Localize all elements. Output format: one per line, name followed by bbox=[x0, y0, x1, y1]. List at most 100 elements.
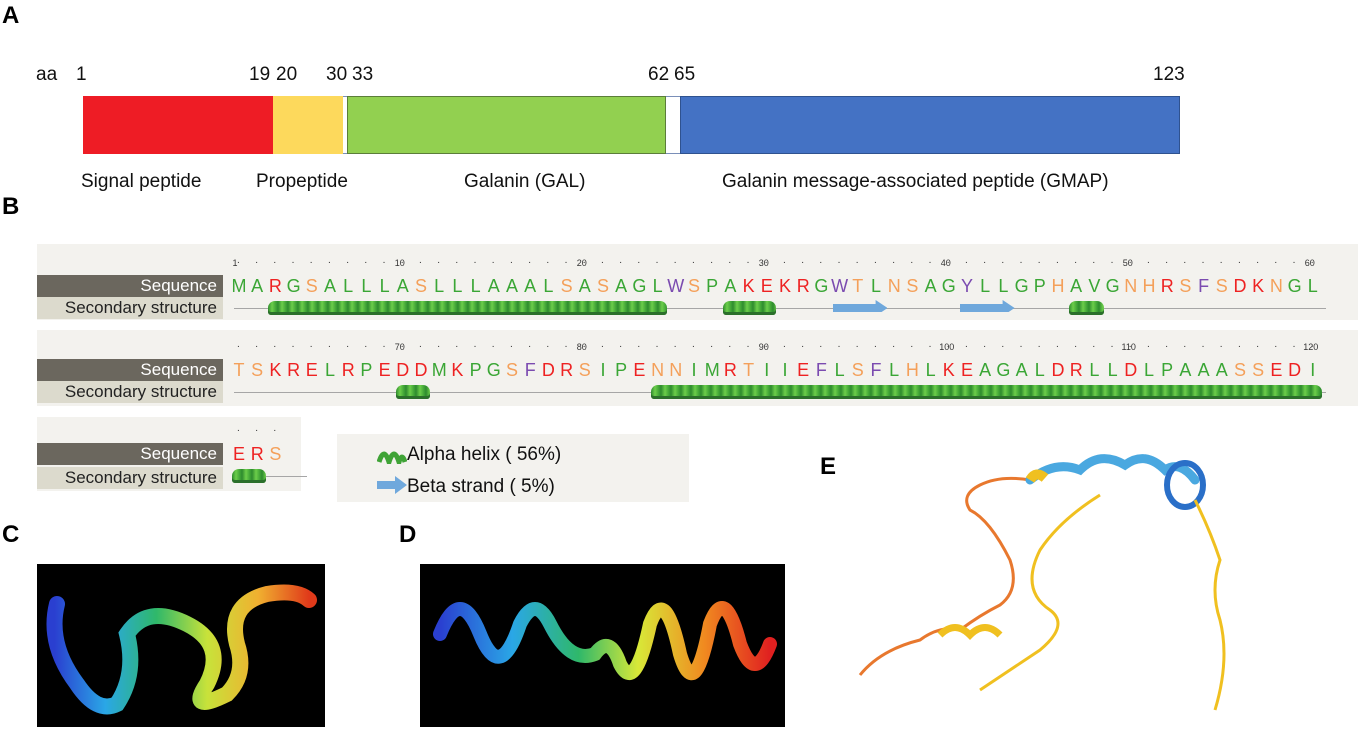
tick-dot: . bbox=[1310, 255, 1314, 266]
residue: W bbox=[667, 276, 685, 296]
residue: A bbox=[1070, 276, 1083, 296]
tick-dot: . bbox=[564, 255, 568, 266]
residue: L bbox=[470, 276, 481, 296]
residue: S bbox=[851, 360, 864, 380]
tick-dot: . bbox=[1274, 255, 1278, 266]
tick-dot: . bbox=[855, 339, 859, 350]
tick-dot: . bbox=[255, 255, 258, 266]
tick-dot: . bbox=[473, 255, 477, 266]
tick-dot: . bbox=[237, 255, 240, 266]
tick-dot: . bbox=[400, 339, 404, 350]
tick-dot: . bbox=[1037, 255, 1041, 266]
alpha-helix-mark bbox=[723, 301, 776, 315]
panel-letter-d: D bbox=[399, 521, 417, 548]
tick-dot: . bbox=[273, 255, 277, 266]
tick-dot: . bbox=[309, 255, 313, 266]
residue: A bbox=[251, 276, 264, 296]
galanin-segment bbox=[347, 96, 666, 154]
residue: L bbox=[1143, 360, 1154, 380]
residue: L bbox=[543, 276, 554, 296]
residue: S bbox=[251, 360, 264, 380]
tick-dot: . bbox=[619, 339, 622, 350]
residue: D bbox=[396, 360, 410, 380]
propeptide-label: Propeptide bbox=[256, 171, 348, 192]
residue: S bbox=[414, 276, 427, 296]
tick-dot: . bbox=[582, 255, 586, 266]
residue: R bbox=[250, 444, 264, 464]
tick-number: 10 bbox=[394, 258, 405, 268]
tick-dot: . bbox=[965, 255, 968, 266]
tick-dot: . bbox=[1128, 255, 1132, 266]
tick-dot: . bbox=[1110, 255, 1114, 266]
residue: S bbox=[505, 360, 518, 380]
residue: P bbox=[1033, 276, 1046, 296]
residue: L bbox=[434, 276, 445, 296]
tick-dot: . bbox=[1292, 339, 1296, 350]
alpha-helix-legend: Alpha helix ( 56%) bbox=[407, 444, 562, 465]
position-label: 33 bbox=[352, 64, 374, 85]
tick-dot: . bbox=[783, 339, 786, 350]
residue: M bbox=[431, 360, 447, 380]
tick-number: 120 bbox=[1303, 342, 1319, 352]
residue: R bbox=[1160, 276, 1174, 296]
panel-letter-a: A bbox=[2, 2, 20, 29]
tick-dot: . bbox=[801, 255, 804, 266]
residue: V bbox=[1088, 276, 1101, 296]
residue: L bbox=[1089, 360, 1100, 380]
residue: H bbox=[1142, 276, 1156, 296]
residue: L bbox=[324, 360, 335, 380]
tick-dot: . bbox=[328, 339, 331, 350]
tick-dot: . bbox=[419, 339, 422, 350]
residue: T bbox=[852, 276, 864, 296]
residue: E bbox=[760, 276, 773, 296]
tick-dot: . bbox=[237, 423, 240, 434]
residue: L bbox=[834, 360, 845, 380]
residue: R bbox=[1069, 360, 1083, 380]
tick-dot: . bbox=[1037, 339, 1041, 350]
residue: A bbox=[615, 276, 628, 296]
panel-letter-c: C bbox=[2, 521, 20, 548]
position-label: 123 bbox=[1153, 64, 1185, 85]
residue: L bbox=[452, 276, 463, 296]
residue: S bbox=[906, 276, 919, 296]
position-label: 19 bbox=[249, 64, 271, 85]
residue: I bbox=[691, 360, 697, 380]
residue: I bbox=[600, 360, 606, 380]
tick-dot: . bbox=[437, 339, 440, 350]
residue: R bbox=[560, 360, 574, 380]
tick-dot: . bbox=[1256, 255, 1259, 266]
residue: I bbox=[764, 360, 770, 380]
panel-letter-e: E bbox=[820, 453, 837, 480]
tick-dot: . bbox=[764, 339, 768, 350]
signal-peptide-label: Signal peptide bbox=[81, 171, 202, 192]
residue: G bbox=[632, 276, 647, 296]
position-label: 20 bbox=[276, 64, 298, 85]
secondary-structure-label: Secondary structure bbox=[37, 381, 223, 403]
alpha-helix-mark bbox=[1069, 301, 1104, 315]
residue: A bbox=[505, 276, 518, 296]
tick-dot: . bbox=[1201, 255, 1205, 266]
tick-dot: . bbox=[1110, 339, 1114, 350]
residue: K bbox=[942, 360, 955, 380]
tick-dot: . bbox=[510, 339, 513, 350]
gmap-segment bbox=[680, 96, 1180, 154]
residue: E bbox=[633, 360, 646, 380]
alpha-helix-mark bbox=[395, 385, 431, 399]
sequence-label: Sequence bbox=[37, 359, 223, 381]
tick-dot: . bbox=[1274, 339, 1278, 350]
tick-dot: . bbox=[946, 255, 950, 266]
residue: P bbox=[360, 360, 373, 380]
residue: I bbox=[1310, 360, 1316, 380]
tick-number: 110 bbox=[1121, 342, 1136, 352]
tick-dot: . bbox=[1165, 255, 1168, 266]
residue: A bbox=[979, 360, 992, 380]
tick-dot: . bbox=[1238, 339, 1241, 350]
ribbon-helix bbox=[433, 601, 777, 681]
residue: F bbox=[1198, 276, 1210, 296]
tick-dot: . bbox=[965, 339, 968, 350]
tick-dot: . bbox=[510, 255, 513, 266]
residue: E bbox=[305, 360, 318, 380]
residue: A bbox=[1179, 360, 1192, 380]
residue: S bbox=[305, 276, 318, 296]
tick-dot: . bbox=[673, 255, 677, 266]
